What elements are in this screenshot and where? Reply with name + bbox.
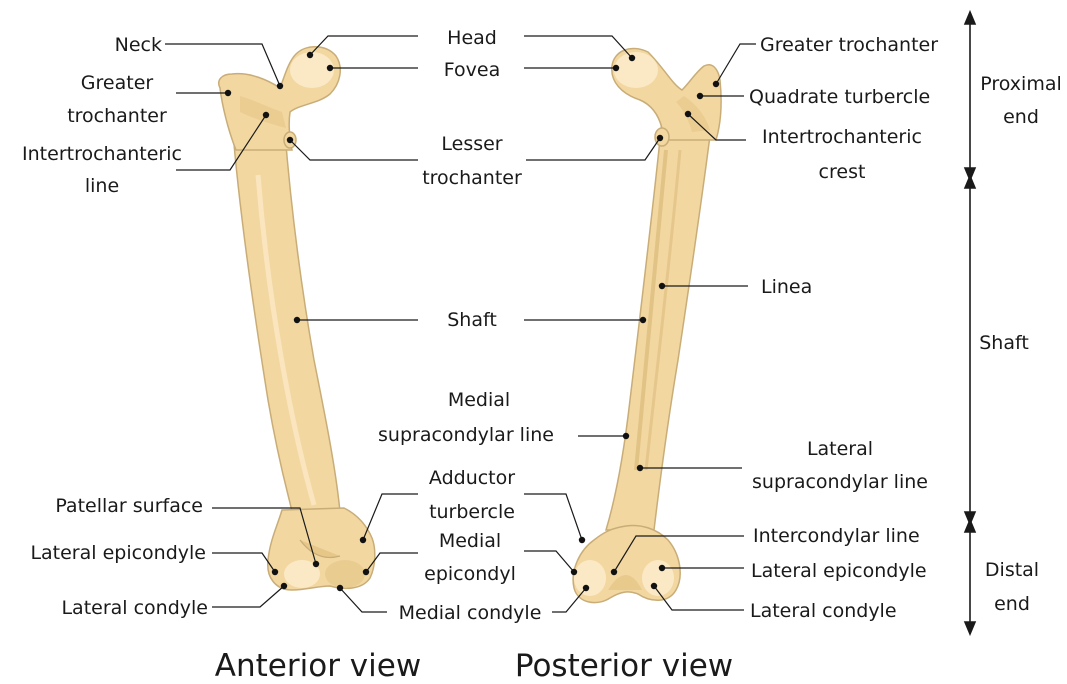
- label-lateral-supracondylar-2: supracondylar line: [752, 471, 928, 493]
- label-adductor-tubercle-1: Adductor: [429, 467, 515, 489]
- label-lesser-trochanter-2: trochanter: [422, 167, 522, 189]
- label-lesser-trochanter-1: Lesser: [441, 133, 502, 155]
- label-medial-supracondylar-2: supracondylar line: [378, 424, 554, 446]
- label-intertrochanteric-line-2: line: [85, 175, 119, 197]
- label-intercondylar-line: Intercondylar line: [753, 525, 920, 547]
- label-intertrochanteric-crest-2: crest: [819, 161, 866, 183]
- label-medial-epicondyle-1: Medial: [439, 530, 501, 552]
- label-shaft: Shaft: [447, 309, 497, 331]
- label-lateral-supracondylar-1: Lateral: [807, 438, 873, 460]
- title-posterior-view: Posterior view: [515, 648, 733, 684]
- label-fovea: Fovea: [444, 59, 500, 81]
- label-medial-supracondylar-1: Medial: [448, 389, 510, 411]
- label-anterior-lateral-epicondyle: Lateral epicondyle: [30, 542, 206, 564]
- label-linea: Linea: [761, 276, 812, 298]
- region-arrows: [965, 12, 975, 634]
- label-region-distal-2: end: [994, 593, 1030, 615]
- label-region-distal-1: Distal: [985, 559, 1039, 581]
- label-posterior-lateral-condyle: Lateral condyle: [750, 600, 897, 622]
- label-quadrate-tubercle: Quadrate turbercle: [749, 86, 930, 108]
- label-anterior-greater-trochanter-2: trochanter: [67, 105, 167, 127]
- label-posterior-lateral-epicondyle: Lateral epicondyle: [751, 560, 927, 582]
- label-intertrochanteric-crest-1: Intertrochanteric: [762, 126, 922, 148]
- label-medial-epicondyle-2: epicondyl: [424, 563, 516, 585]
- label-head: Head: [447, 27, 497, 49]
- label-patellar-surface: Patellar surface: [55, 495, 203, 517]
- label-region-shaft: Shaft: [979, 332, 1029, 354]
- title-anterior-view: Anterior view: [215, 648, 421, 684]
- label-region-proximal-2: end: [1003, 106, 1039, 128]
- posterior-femur-bone: [573, 48, 721, 602]
- label-posterior-greater-trochanter: Greater trochanter: [760, 34, 938, 56]
- label-medial-condyle: Medial condyle: [399, 602, 542, 624]
- label-anterior-lateral-condyle: Lateral condyle: [61, 597, 208, 619]
- label-region-proximal-1: Proximal: [980, 73, 1062, 95]
- label-adductor-tubercle-2: turbercle: [429, 501, 515, 523]
- label-anterior-greater-trochanter-1: Greater: [81, 72, 154, 94]
- label-neck: Neck: [115, 34, 162, 56]
- label-intertrochanteric-line-1: Intertrochanteric: [22, 143, 182, 165]
